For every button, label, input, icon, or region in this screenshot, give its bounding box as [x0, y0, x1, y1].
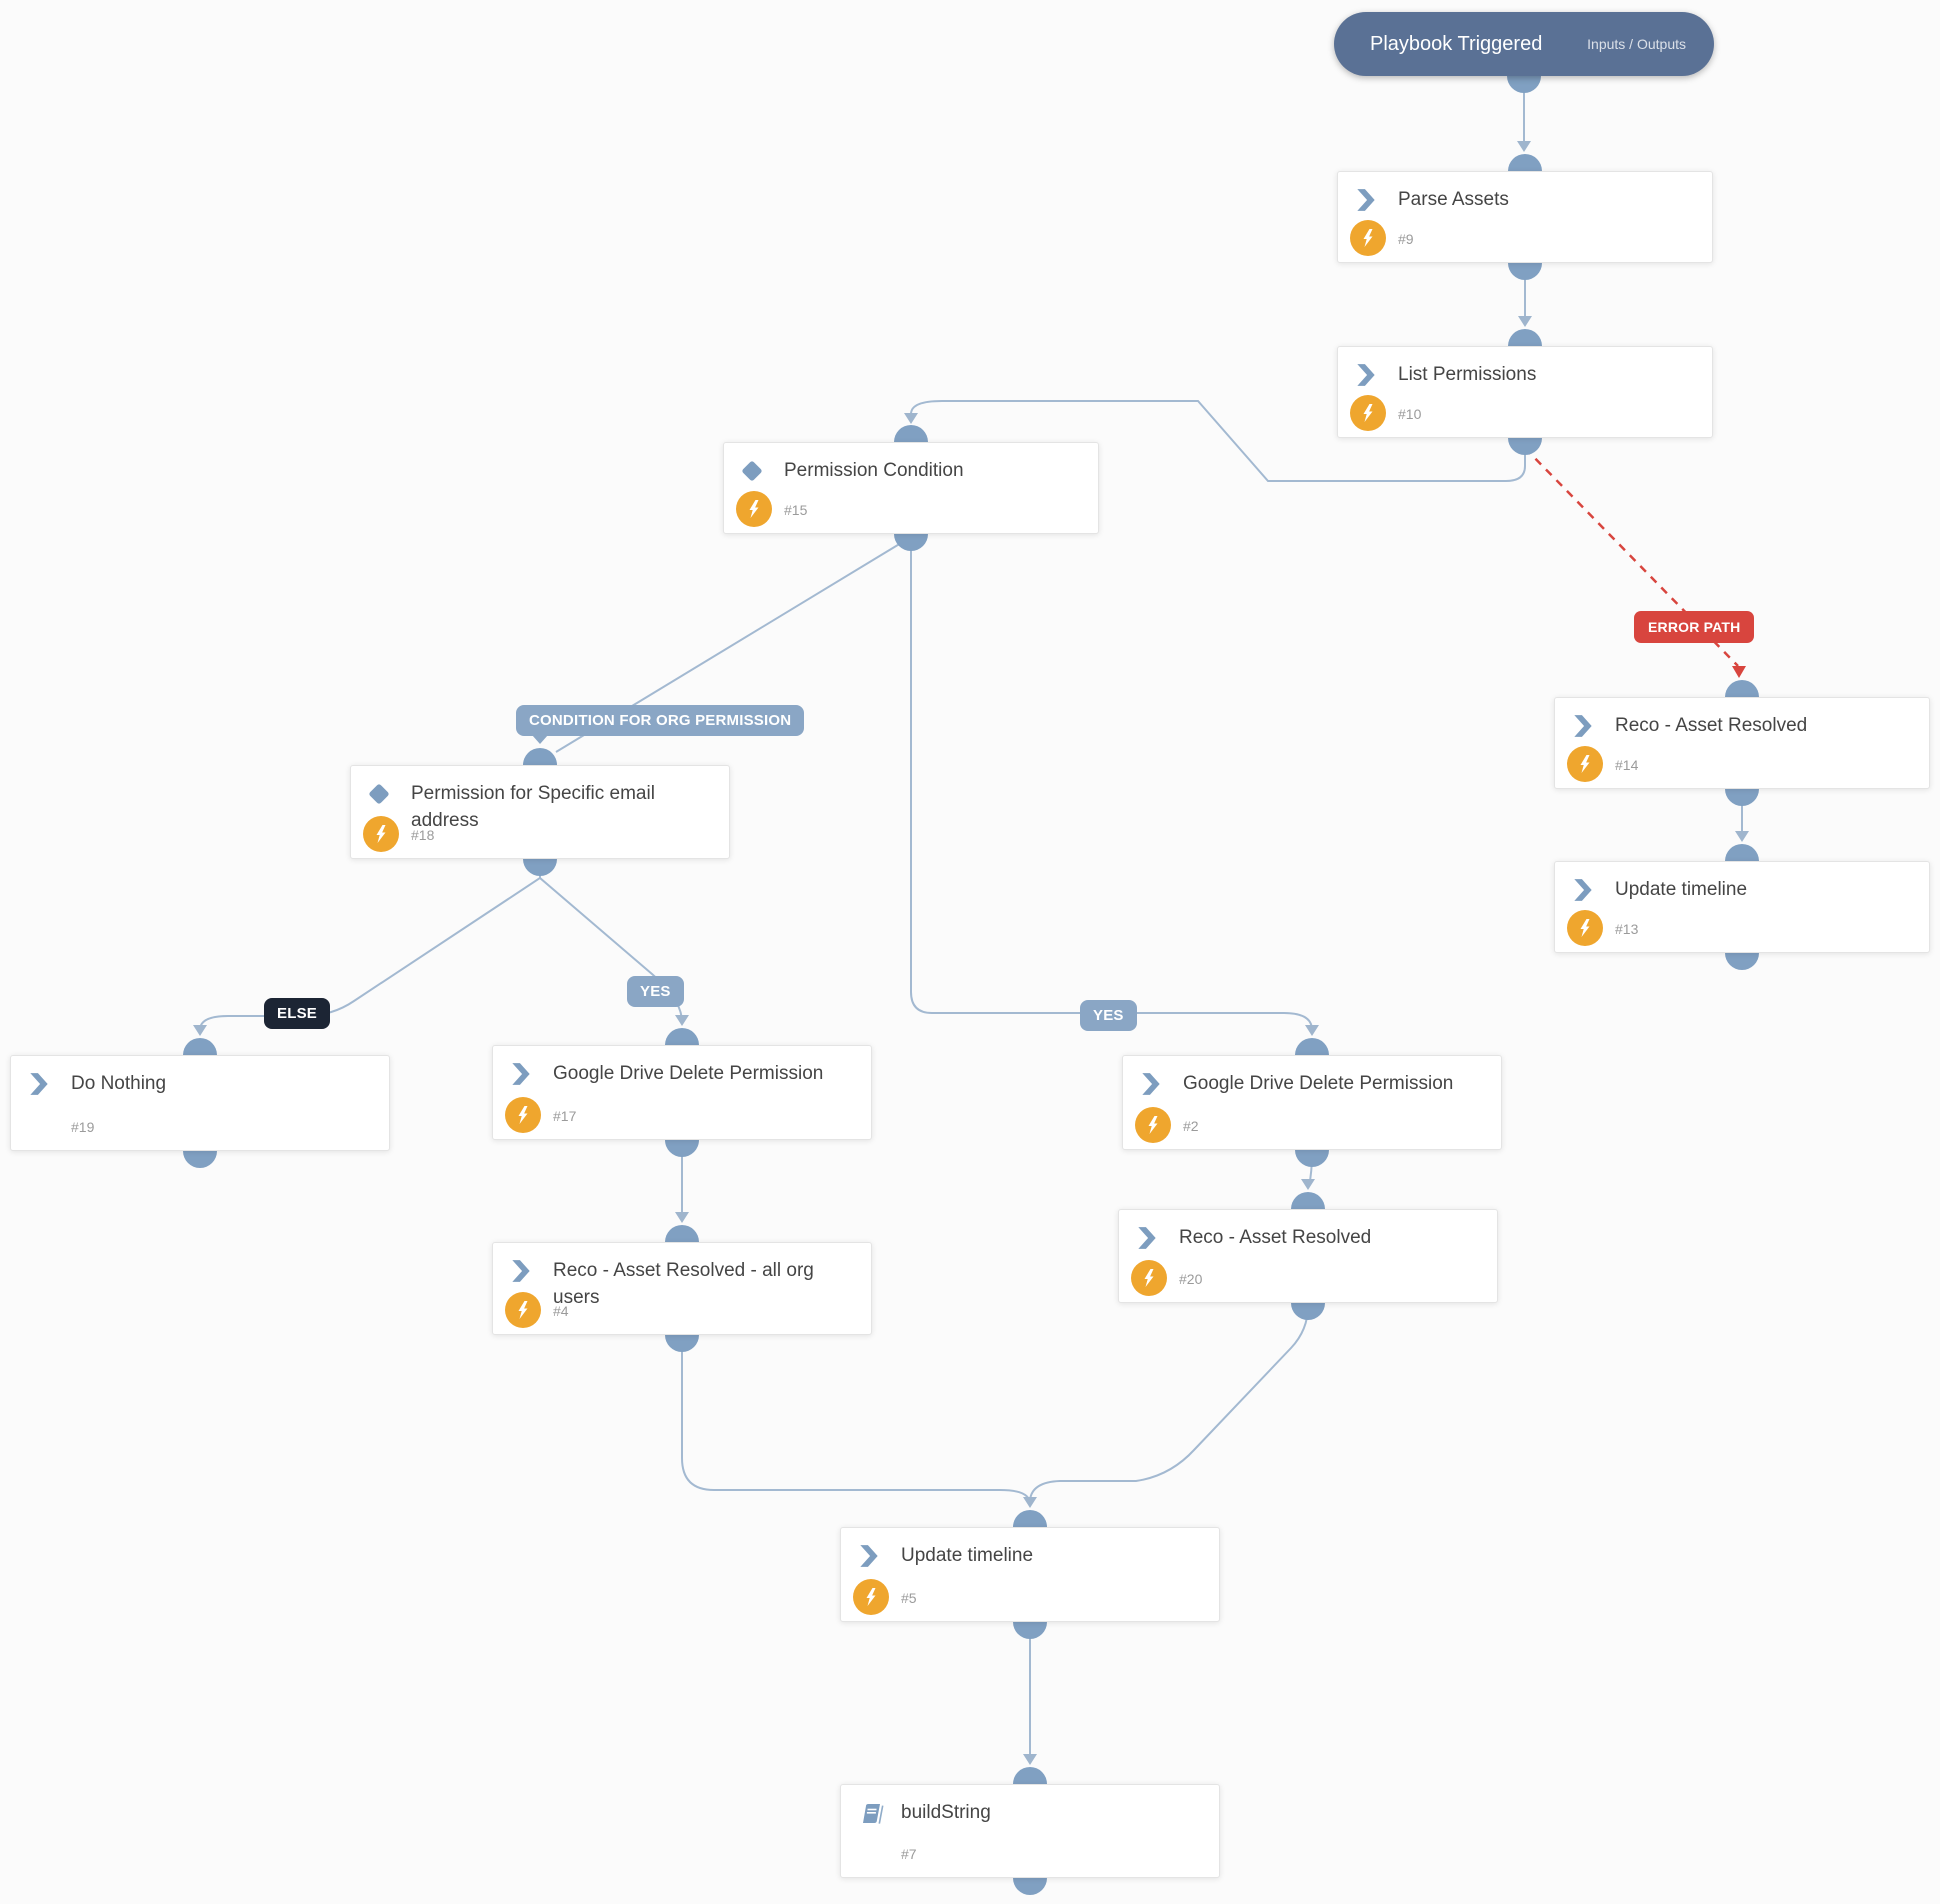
chevron-icon [508, 1258, 534, 1284]
edge-condition15-yes-gdrive2 [910, 537, 1313, 1034]
chevron-icon [26, 1071, 52, 1097]
chevron-icon [508, 1061, 534, 1087]
task-number: #7 [901, 1846, 917, 1862]
task-number: #5 [901, 1590, 917, 1606]
inputs-outputs-button[interactable]: Inputs / Outputs [1587, 36, 1686, 52]
chevron-icon [1353, 362, 1379, 388]
trigger-title: Playbook Triggered [1370, 32, 1543, 55]
quiet-mode-icon [1135, 1107, 1171, 1143]
edge-label-error-path: ERROR PATH [1634, 611, 1755, 643]
task-node-update-timeline-13[interactable]: Update timeline #13 [1554, 861, 1930, 953]
task-number: #15 [784, 502, 808, 518]
arrowhead [675, 1015, 689, 1026]
arrowhead [1023, 1497, 1037, 1508]
task-node-gdrive-delete-2[interactable]: Google Drive Delete Permission #2 [1122, 1055, 1502, 1150]
task-node-buildstring[interactable]: buildString #7 [840, 1784, 1220, 1878]
arrowhead [1518, 316, 1532, 327]
task-title: Do Nothing [71, 1073, 167, 1094]
quiet-mode-icon [1131, 1260, 1167, 1296]
quiet-mode-icon [1567, 910, 1603, 946]
edge-label-else: ELSE [264, 998, 330, 1029]
chevron-icon [1570, 713, 1596, 739]
chevron-icon [1134, 1225, 1160, 1251]
task-node-permission-condition[interactable]: Permission Condition #15 [723, 442, 1099, 534]
quiet-mode-icon [1350, 220, 1386, 256]
edge-list-permissions-permission-condition [910, 400, 1526, 482]
quiet-mode-icon [363, 816, 399, 852]
edge-label-yes-left: YES [627, 976, 684, 1007]
task-title: Reco - Asset Resolved [1615, 715, 1808, 736]
arrowhead [1517, 141, 1531, 152]
task-node-list-permissions[interactable]: List Permissions #10 [1337, 346, 1713, 438]
task-number: #14 [1615, 757, 1639, 773]
task-title: Reco - Asset Resolved - all org users [553, 1260, 814, 1308]
task-number: #10 [1398, 406, 1422, 422]
task-node-reco-all-org-users[interactable]: Reco - Asset Resolved - all org users#4 [492, 1242, 872, 1335]
quiet-mode-icon [1567, 746, 1603, 782]
chevron-icon [856, 1543, 882, 1569]
edge-label-yes-right: YES [1080, 1000, 1137, 1031]
chevron-icon [1353, 187, 1379, 213]
task-number: #9 [1398, 231, 1414, 247]
edge-reco20-update-timeline5 [1029, 1305, 1309, 1501]
task-number: #13 [1615, 921, 1639, 937]
task-number: #2 [1183, 1118, 1199, 1134]
quiet-mode-icon [1350, 395, 1386, 431]
task-number: #20 [1179, 1271, 1203, 1287]
task-node-gdrive-delete-17[interactable]: Google Drive Delete Permission #17 [492, 1045, 872, 1140]
task-node-reco-asset-resolved-14[interactable]: Reco - Asset Resolved #14 [1554, 697, 1930, 789]
chevron-icon [1570, 877, 1596, 903]
arrowhead [1301, 1179, 1315, 1190]
arrowhead [193, 1025, 207, 1036]
arrowhead [904, 413, 918, 424]
task-title: Google Drive Delete Permission [1183, 1073, 1454, 1094]
edge-condition18-else-do-nothing [199, 862, 541, 1034]
task-number: #17 [553, 1108, 577, 1124]
task-number: #18 [411, 827, 435, 843]
error-arrowhead [1732, 666, 1746, 678]
task-node-do-nothing[interactable]: Do Nothing #19 [10, 1055, 390, 1151]
arrowhead [1023, 1754, 1037, 1765]
task-title: Parse Assets [1398, 189, 1509, 210]
quiet-mode-icon [853, 1579, 889, 1615]
task-node-parse-assets[interactable]: Parse Assets #9 [1337, 171, 1713, 263]
arrowhead [675, 1212, 689, 1223]
task-node-permission-specific-email[interactable]: Permission for Specific email address#18 [350, 765, 730, 859]
task-title: Permission Condition [784, 460, 964, 481]
task-title: Permission for Specific email address [411, 783, 655, 831]
arrowhead [1305, 1025, 1319, 1036]
edge-error-path [1524, 447, 1739, 667]
task-title: Reco - Asset Resolved [1179, 1227, 1372, 1248]
task-node-update-timeline-5[interactable]: Update timeline #5 [840, 1527, 1220, 1622]
book-icon [856, 1800, 884, 1826]
task-title: List Permissions [1398, 364, 1537, 385]
task-title: Update timeline [901, 1545, 1034, 1566]
task-title: Google Drive Delete Permission [553, 1063, 824, 1084]
edge-reco4-update-timeline5 [681, 1338, 1031, 1505]
edge-label-condition-for-org-permission: CONDITION FOR ORG PERMISSION [516, 705, 805, 744]
diamond-icon [739, 458, 765, 484]
task-node-reco-asset-resolved-20[interactable]: Reco - Asset Resolved #20 [1118, 1209, 1498, 1303]
diamond-icon [366, 781, 392, 807]
quiet-mode-icon [505, 1292, 541, 1328]
task-number: #19 [71, 1119, 95, 1135]
task-title: buildString [901, 1802, 991, 1823]
chevron-icon [1138, 1071, 1164, 1097]
arrowhead [1735, 831, 1749, 842]
task-title: Update timeline [1615, 879, 1748, 900]
quiet-mode-icon [505, 1097, 541, 1133]
playbook-trigger-node[interactable]: Playbook Triggered Inputs / Outputs [1334, 12, 1714, 76]
task-number: #4 [553, 1303, 569, 1319]
quiet-mode-icon [736, 491, 772, 527]
